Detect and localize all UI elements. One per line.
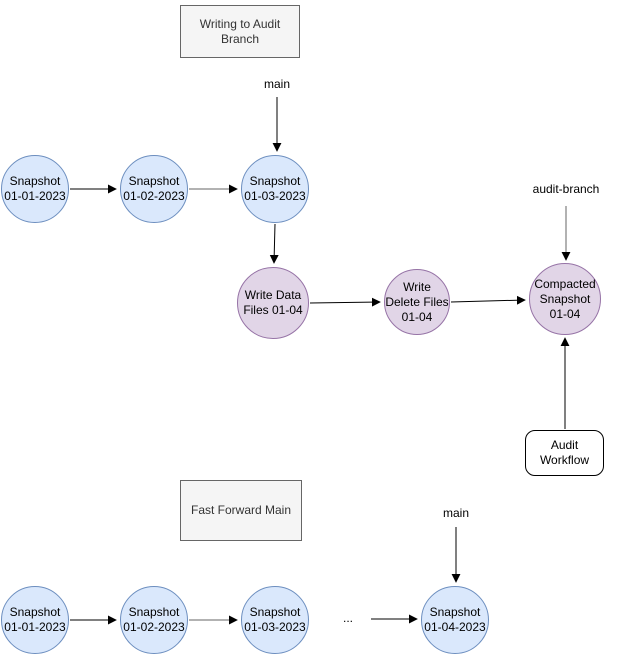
node-snapshot-01-01-2023-top: Snapshot 01-01-2023	[1, 155, 69, 223]
node-snapshot-01-03-2023-bottom: Snapshot 01-03-2023	[241, 586, 309, 654]
node-snapshot-01-02-2023-bottom: Snapshot 01-02-2023	[120, 586, 188, 654]
section-title-writing-to-audit-branch: Writing to Audit Branch	[180, 5, 300, 58]
node-write-delete-files-01-04: Write Delete Files 01-04	[384, 269, 450, 335]
arrow-snap3-to-write-data	[269, 223, 279, 264]
node-snapshot-01-01-2023-bottom: Snapshot 01-01-2023	[1, 586, 69, 654]
node-snapshot-01-02-2023-top: Snapshot 01-02-2023	[120, 155, 188, 223]
section-title-fast-forward-main: Fast Forward Main	[180, 480, 302, 541]
arrow-write-data-to-write-delete	[309, 297, 381, 307]
node-write-data-files-01-04: Write Data Files 01-04	[237, 267, 309, 339]
arrow-write-delete-to-compacted	[450, 295, 526, 305]
node-compacted-snapshot-01-04: Compacted Snapshot 01-04	[529, 263, 601, 335]
audit-workflow-box: Audit Workflow	[525, 430, 604, 476]
node-snapshot-01-03-2023-top: Snapshot 01-03-2023	[241, 155, 309, 223]
ellipsis-label: ...	[342, 611, 353, 625]
node-snapshot-01-04-2023-bottom: Snapshot 01-04-2023	[421, 586, 489, 654]
branch-label-main-bottom: main	[442, 506, 469, 520]
branch-label-audit-branch: audit-branch	[532, 182, 600, 196]
branch-label-main-top: main	[263, 77, 290, 91]
